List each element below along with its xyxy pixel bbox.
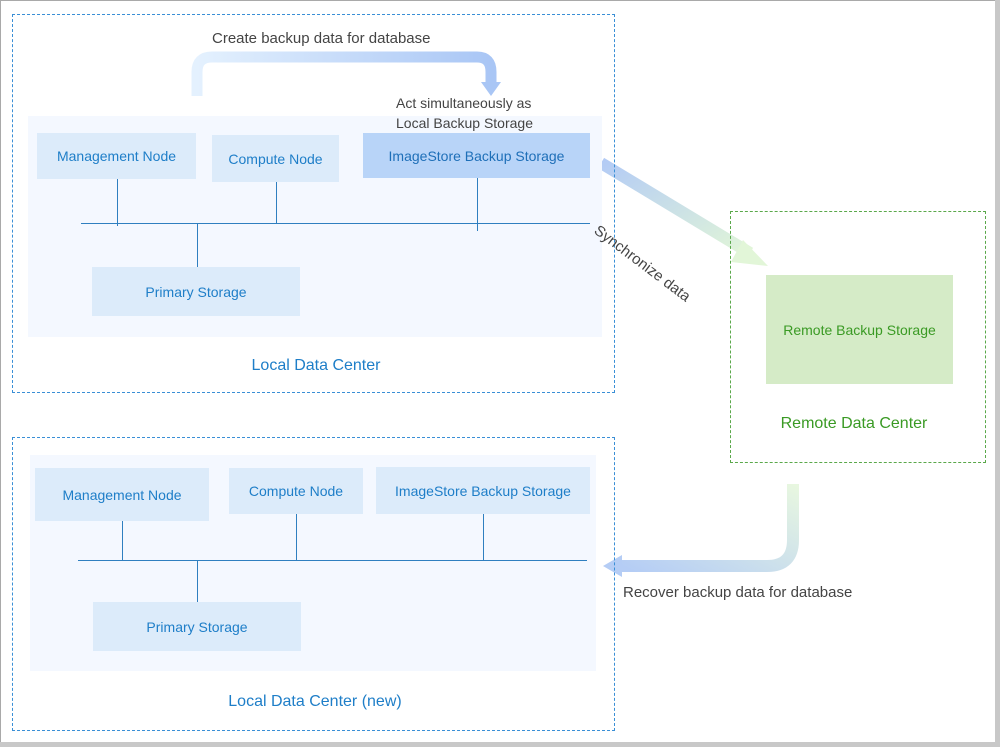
new-primary-storage: Primary Storage (93, 602, 301, 651)
remote-data-center (730, 211, 986, 463)
local-imagestore-link (477, 178, 478, 231)
local-data-center (12, 14, 615, 393)
local-management-node: Management Node (37, 133, 196, 179)
local-imagestore-backup-storage: ImageStore Backup Storage (363, 133, 590, 178)
new-primary-link (197, 560, 198, 602)
remote-backup-storage: Remote Backup Storage (766, 275, 953, 384)
act-simultaneously-line1: Act simultaneously as (396, 95, 532, 111)
local-compute-link (276, 182, 277, 224)
new-imagestore-link (483, 514, 484, 560)
local-compute-node: Compute Node (212, 135, 339, 182)
act-simultaneously-line2: Local Backup Storage (396, 115, 533, 131)
act-simultaneously-label: Act simultaneously as Local Backup Stora… (396, 93, 533, 133)
new-compute-node: Compute Node (229, 468, 363, 514)
local-data-center-label: Local Data Center (251, 357, 381, 374)
frame-shadow-bottom (0, 742, 1000, 747)
create-backup-label: Create backup data for database (212, 30, 431, 47)
recover-backup-label: Recover backup data for database (623, 584, 853, 601)
new-imagestore-backup-storage: ImageStore Backup Storage (376, 467, 590, 514)
remote-data-center-label: Remote Data Center (780, 415, 928, 432)
create-backup-arrow (191, 51, 501, 96)
local-management-link (117, 179, 118, 226)
recover-arrow (603, 484, 799, 577)
new-network-bus (78, 560, 587, 561)
synchronize-arrow (597, 157, 768, 266)
local-primary-link (197, 223, 198, 267)
local-network-bus (81, 223, 590, 224)
local-primary-storage: Primary Storage (92, 267, 300, 316)
new-compute-link (296, 514, 297, 561)
new-data-center-label: Local Data Center (new) (228, 693, 402, 710)
frame-shadow-right (995, 0, 1000, 747)
new-local-data-center (12, 437, 615, 731)
new-management-node: Management Node (35, 468, 209, 521)
new-management-link (122, 521, 123, 561)
